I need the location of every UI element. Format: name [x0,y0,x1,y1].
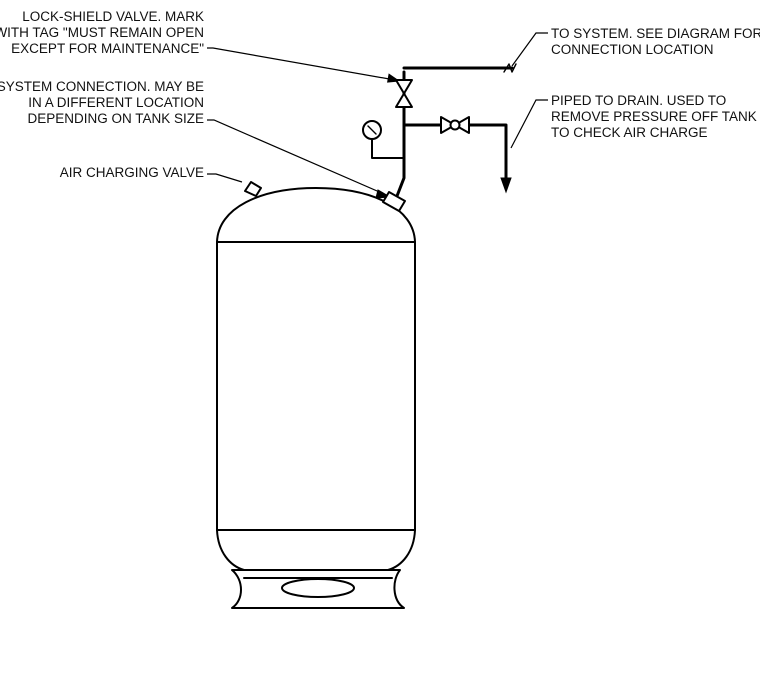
to-system-label: TO SYSTEM. SEE DIAGRAM FOR CONNECTION LO… [551,26,760,57]
piped-to-drain-label-line1: PIPED TO DRAIN. USED TO [551,93,726,108]
pressure-gauge-icon [362,120,382,140]
leader-lines [207,32,548,199]
lock-shield-valve-label: LOCK-SHIELD VALVE. MARK WITH TAG "MUST R… [0,9,204,56]
gauge-stub-pipe [371,139,405,159]
to-system-break-mark [503,63,517,73]
leader-lock-shield-valve [207,47,396,81]
expansion-tank [216,181,416,571]
lock-shield-valve-icon [395,79,413,108]
drain-valve-stem [449,119,461,131]
leader-air-charging-valve [207,173,243,183]
system-connection-label: SYSTEM CONNECTION. MAY BE IN A DIFFERENT… [0,79,204,126]
drain-valve-icon [440,116,470,134]
air-charging-valve-label-line1: AIR CHARGING VALVE [60,165,204,180]
drain-arrowhead [500,177,512,194]
tank-top-head [216,187,416,243]
air-charging-valve-label: AIR CHARGING VALVE [60,165,204,180]
system-connection-fitting-icon [382,191,406,212]
drain-branch-pipe-right [467,123,508,182]
system-connection-label-line3: DEPENDING ON TANK SIZE [27,111,204,126]
system-connection-label-line1: SYSTEM CONNECTION. MAY BE [0,79,204,94]
tank-base-opening [281,578,355,598]
leader-piped-to-drain [510,99,548,149]
air-charging-valve-icon [244,181,262,197]
lock-shield-valve-label-line3: EXCEPT FOR MAINTENANCE" [11,41,204,56]
system-connection-label-line2: IN A DIFFERENT LOCATION [28,95,204,110]
tank-base [231,569,405,609]
tank-bottom-head [216,529,416,571]
to-system-label-line1: TO SYSTEM. SEE DIAGRAM FOR [551,26,760,41]
lock-shield-valve-label-line2: WITH TAG "MUST REMAIN OPEN [0,25,204,40]
lock-shield-valve-label-line1: LOCK-SHIELD VALVE. MARK [22,9,204,24]
pressure-gauge-needle [367,125,377,135]
piped-to-drain-label-line2: REMOVE PRESSURE OFF TANK [551,109,757,124]
leader-system-connection [207,119,385,195]
piped-to-drain-label: PIPED TO DRAIN. USED TO REMOVE PRESSURE … [551,93,757,140]
piped-to-drain-label-line3: TO CHECK AIR CHARGE [551,125,708,140]
to-system-label-line2: CONNECTION LOCATION [551,42,714,57]
leader-to-system [511,32,548,67]
lock-shield-valve-body [395,79,413,108]
